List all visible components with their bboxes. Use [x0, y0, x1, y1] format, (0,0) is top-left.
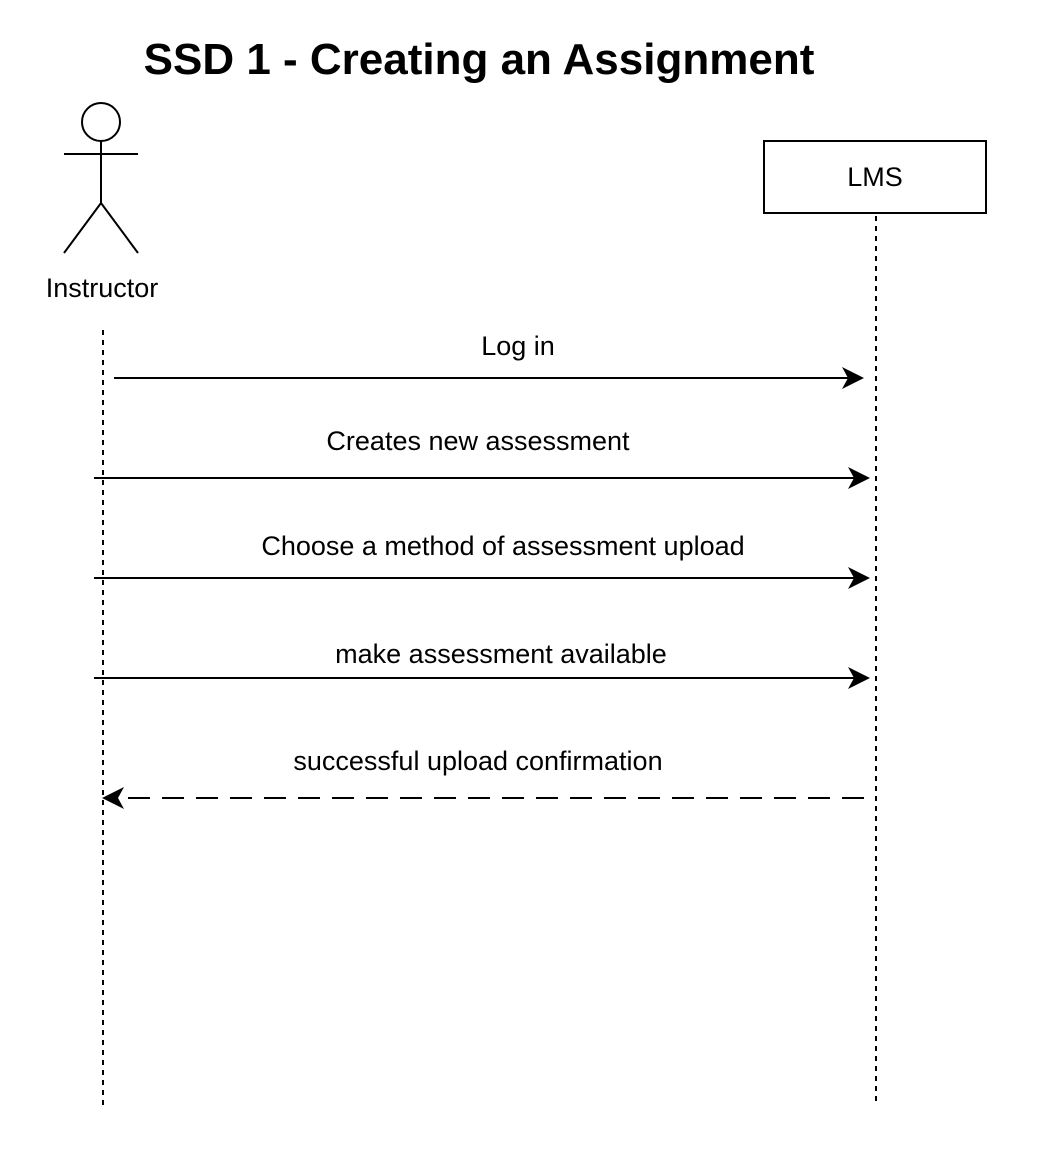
- message-arrow-make-available: [94, 667, 870, 689]
- message-arrow-choose-method: [94, 567, 870, 589]
- system-lifeline-box: LMS: [763, 140, 987, 214]
- message-label-creates-new-assessment: Creates new assessment: [326, 426, 630, 456]
- system-label: LMS: [847, 161, 903, 192]
- message-label-upload-confirmation: successful upload confirmation: [293, 746, 663, 776]
- message-label-choose-method: Choose a method of assessment upload: [261, 531, 745, 561]
- message-label-log-in: Log in: [481, 331, 555, 361]
- diagram-title: SSD 1 - Creating an Assignment: [143, 35, 815, 84]
- actor-label: Instructor: [45, 273, 159, 303]
- message-arrow-creates-new-assessment: [94, 467, 870, 489]
- message-arrow-log-in: [114, 367, 864, 389]
- return-arrow-upload-confirmation: [102, 787, 864, 809]
- stick-figure-actor-icon: [63, 102, 139, 254]
- message-label-make-available: make assessment available: [335, 639, 667, 669]
